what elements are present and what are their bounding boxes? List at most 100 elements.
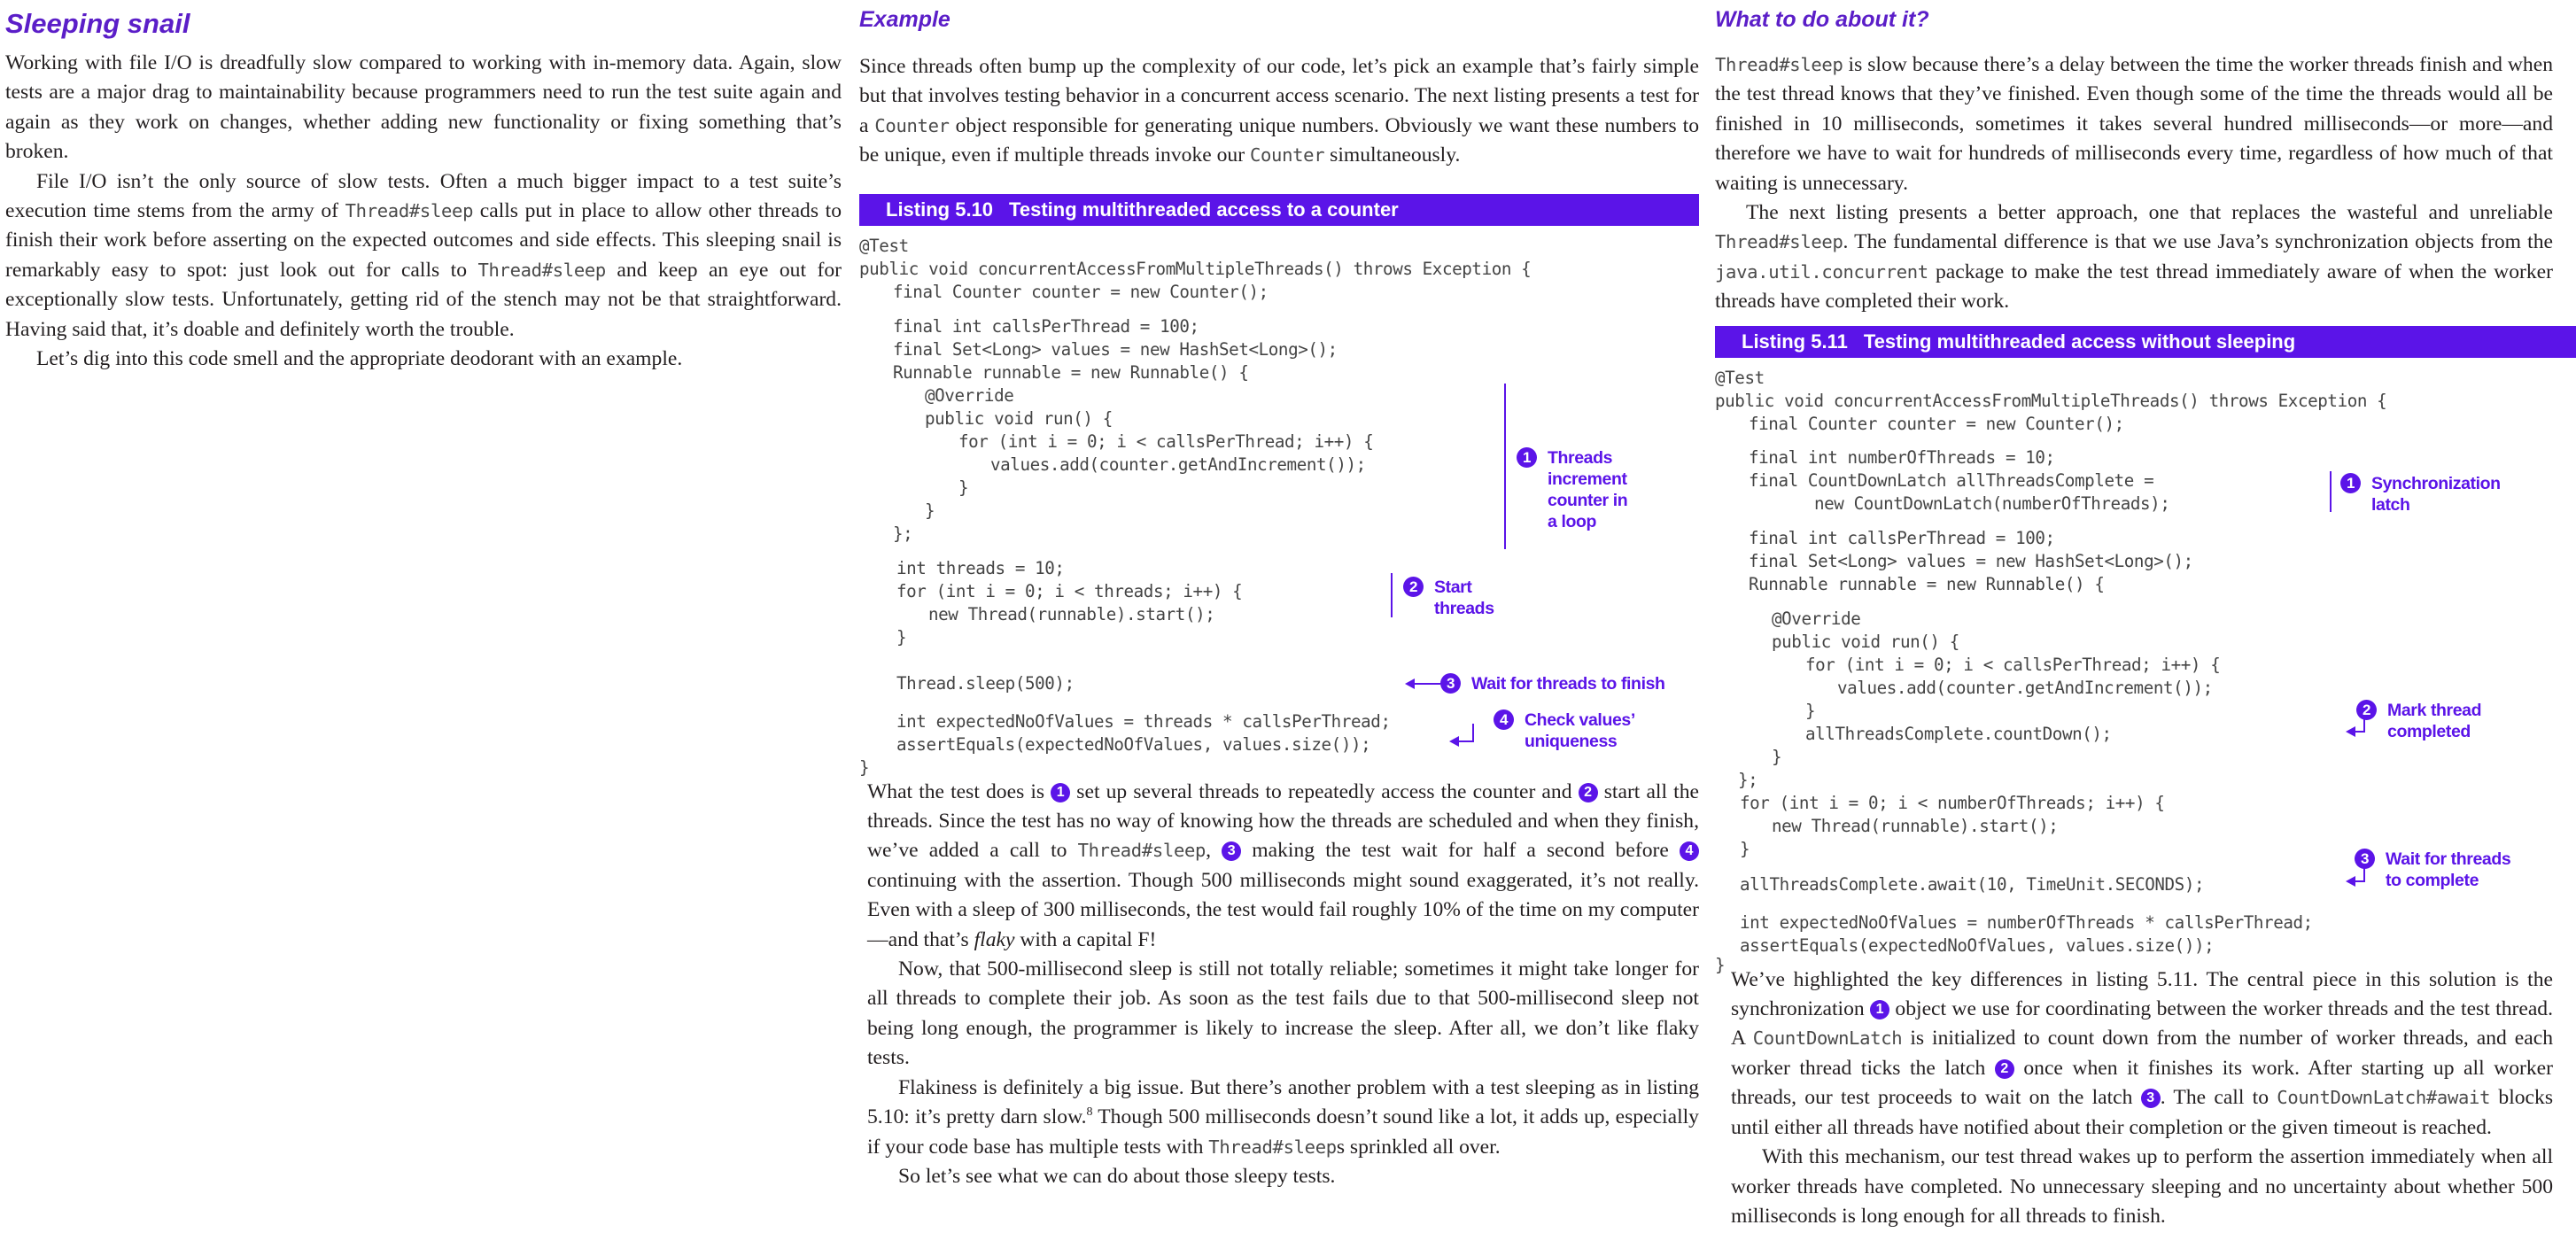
callout-number-badge: 4 bbox=[1494, 709, 1514, 730]
code-line: values.add(counter.getAndIncrement()); bbox=[990, 454, 1366, 475]
code-line: @Override bbox=[925, 384, 1014, 406]
text-run: Though 500 milliseconds doesn’t sound li… bbox=[867, 1105, 1699, 1159]
text-run: is initialized to count down from the nu… bbox=[1731, 1027, 2553, 1080]
callout-2: 2 Mark thread completed bbox=[2356, 699, 2482, 742]
code-line: final int callsPerThread = 100; bbox=[1749, 527, 2055, 548]
text-run: is slow because there’s a delay between … bbox=[1715, 53, 2553, 195]
text-run: s sprinkled all over. bbox=[1336, 1135, 1501, 1159]
text-run: with a capital F! bbox=[1014, 927, 1157, 951]
callout-number-badge: 3 bbox=[2355, 848, 2375, 869]
text-run: calls put in place to allow other thread… bbox=[5, 199, 842, 282]
code-line: for (int i = 0; i < callsPerThread; i++)… bbox=[1805, 654, 2221, 675]
callout-ref-3: 3 bbox=[1222, 841, 1242, 862]
text-run: Since threads often bump up the complexi… bbox=[859, 55, 1699, 137]
inline-code: Thread#sleep bbox=[1077, 840, 1207, 862]
callout-3: 3 Wait for threads to finish bbox=[1440, 672, 1665, 694]
section-body: Working with file I/O is dreadfully slow… bbox=[5, 49, 842, 374]
text-run: making the test wait for half a second b… bbox=[1241, 839, 1680, 863]
callout-bracket bbox=[1391, 572, 1393, 617]
intro-paragraph: Since threads often bump up the complexi… bbox=[859, 52, 1699, 171]
section-heading-sleeping-snail: Sleeping snail bbox=[5, 8, 190, 39]
callout-number-badge: 1 bbox=[1517, 446, 1537, 468]
code-line: } bbox=[896, 626, 907, 647]
callout-arrowhead bbox=[1449, 735, 1459, 747]
paragraph-2: File I/O isn’t the only source of slow t… bbox=[5, 167, 842, 345]
callout-text: Start threads bbox=[1434, 577, 1494, 618]
text-run: and keep an eye out for exceptionally sl… bbox=[5, 258, 842, 341]
text-run: What the test does is bbox=[867, 779, 1051, 803]
listing-title: Testing multithreaded access to a counte… bbox=[1009, 198, 1399, 221]
listing-5-10-header: Listing 5.10 Testing multithreaded access… bbox=[859, 193, 1699, 226]
callout-1: 1 Threads increment counter in a loop bbox=[1517, 446, 1628, 532]
example-discussion: What the test does is 1 set up several t… bbox=[867, 778, 1699, 1192]
code-line: new CountDownLatch(numberOfThreads); bbox=[1814, 492, 2170, 514]
code-line: } bbox=[1715, 954, 1726, 975]
code-line: for (int i = 0; i < callsPerThread; i++)… bbox=[958, 430, 1374, 452]
listing-number: Listing 5.10 bbox=[886, 198, 994, 221]
inline-code: CountDownLatch#await bbox=[2277, 1087, 2491, 1109]
code-line: final Counter counter = new Counter(); bbox=[1749, 413, 2124, 434]
callout-bracket bbox=[2363, 715, 2365, 733]
code-line: } bbox=[1740, 838, 1750, 859]
code-line: Runnable runnable = new Runnable() { bbox=[893, 361, 1249, 383]
code-line: Thread.sleep(500); bbox=[896, 672, 1075, 694]
code-line: }; bbox=[893, 523, 913, 544]
code-line: } bbox=[1772, 746, 1782, 767]
code-line: final int callsPerThread = 100; bbox=[893, 315, 1199, 337]
code-line: } bbox=[925, 500, 935, 521]
text-run: start all the threads. Since the test ha… bbox=[867, 779, 1699, 863]
text-run: blocks until either all threads have not… bbox=[1731, 1086, 2554, 1139]
callout-bracket bbox=[2363, 864, 2365, 882]
callout-text: Threads increment counter in a loop bbox=[1548, 447, 1628, 531]
code-line: } bbox=[958, 477, 969, 498]
what-to-do-intro: Thread#sleep is slow because there’s a d… bbox=[1715, 50, 2553, 317]
text-run: object we use for coordinating between t… bbox=[1731, 997, 2553, 1051]
code-line: final Counter counter = new Counter(); bbox=[893, 281, 1269, 302]
column-sleeping-snail: Sleeping snail Working with file I/O is … bbox=[5, 0, 842, 374]
code-line: int threads = 10; bbox=[896, 557, 1065, 578]
callout-ref-4: 4 bbox=[1680, 841, 1699, 862]
callout-arrowhead bbox=[2346, 725, 2355, 737]
code-line: } bbox=[1805, 700, 1816, 721]
code-line: }; bbox=[1738, 769, 1758, 790]
code-line: public void concurrentAccessFromMultiple… bbox=[1715, 390, 2387, 411]
what-to-do-discussion: We’ve highlighted the key differences in… bbox=[1731, 965, 2553, 1232]
text-run: The next listing presents a better appro… bbox=[1746, 201, 2553, 225]
callout-ref-2: 2 bbox=[1994, 1058, 2014, 1079]
example-intro: Since threads often bump up the complexi… bbox=[859, 52, 1699, 171]
text-run: , bbox=[1206, 839, 1222, 863]
paragraph-4: So let’s see what we can do about those … bbox=[898, 1164, 1336, 1188]
inline-code: Thread#sleep bbox=[345, 200, 474, 222]
callout-3: 3 Wait for threads to complete bbox=[2355, 848, 2511, 891]
callout-text: Wait for threads to complete bbox=[2386, 849, 2511, 890]
code-line: for (int i = 0; i < threads; i++) { bbox=[896, 580, 1243, 601]
code-line: new Thread(runnable).start(); bbox=[1772, 815, 2059, 836]
callout-ref-1: 1 bbox=[1051, 782, 1071, 802]
callout-arrowhead bbox=[2346, 875, 2355, 887]
code-line: @Test bbox=[1715, 367, 1765, 388]
inline-code: Thread#sleep bbox=[1715, 231, 1843, 253]
callout-arrowhead bbox=[1405, 678, 1415, 689]
text-run: object responsible for generating unique… bbox=[859, 113, 1699, 167]
inline-code: Thread#sleep bbox=[477, 259, 606, 281]
code-line: final CountDownLatch allThreadsComplete … bbox=[1749, 469, 2154, 491]
callout-number-badge: 1 bbox=[2340, 472, 2361, 493]
section-heading-example: Example bbox=[859, 7, 950, 32]
paragraph-2: The next listing presents a better appro… bbox=[1715, 198, 2553, 317]
paragraph-2: Now, that 500-millisecond sleep is still… bbox=[867, 958, 1699, 1070]
callout-ref-3: 3 bbox=[2140, 1089, 2161, 1109]
code-line: new Thread(runnable).start(); bbox=[928, 603, 1215, 624]
code-line: assertEquals(expectedNoOfValues, values.… bbox=[1740, 934, 2215, 956]
code-line: assertEquals(expectedNoOfValues, values.… bbox=[896, 733, 1371, 755]
section-heading-what-to-do: What to do about it? bbox=[1715, 7, 1929, 32]
text-run: Flakiness is definitely a big issue. But… bbox=[867, 1075, 1699, 1129]
callout-bracket bbox=[2330, 470, 2332, 512]
callout-4: 4 Check values’ uniqueness bbox=[1494, 709, 1635, 752]
callout-leader-line bbox=[2355, 730, 2365, 733]
callout-number-badge: 3 bbox=[1440, 672, 1461, 694]
code-line: Runnable runnable = new Runnable() { bbox=[1749, 573, 2105, 594]
code-line: public void run() { bbox=[925, 407, 1113, 429]
text-run: File I/O isn’t the only source of slow t… bbox=[5, 169, 842, 223]
inline-code: CountDownLatch bbox=[1752, 1027, 1903, 1050]
